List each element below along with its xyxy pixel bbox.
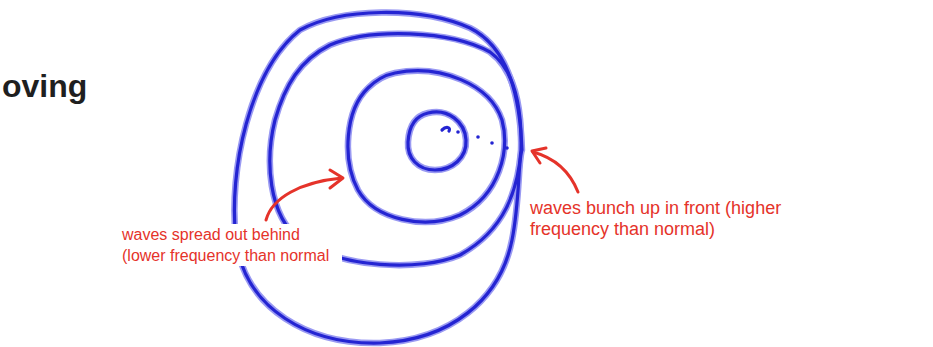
annotation-note: waves spread out behind (lower frequency… [120, 224, 342, 266]
wavefront-circles [234, 12, 522, 343]
annotation-note: waves bunch up in front (higher frequenc… [528, 198, 832, 240]
source-path-dots [456, 130, 509, 150]
slide-title: oving [2, 68, 87, 105]
